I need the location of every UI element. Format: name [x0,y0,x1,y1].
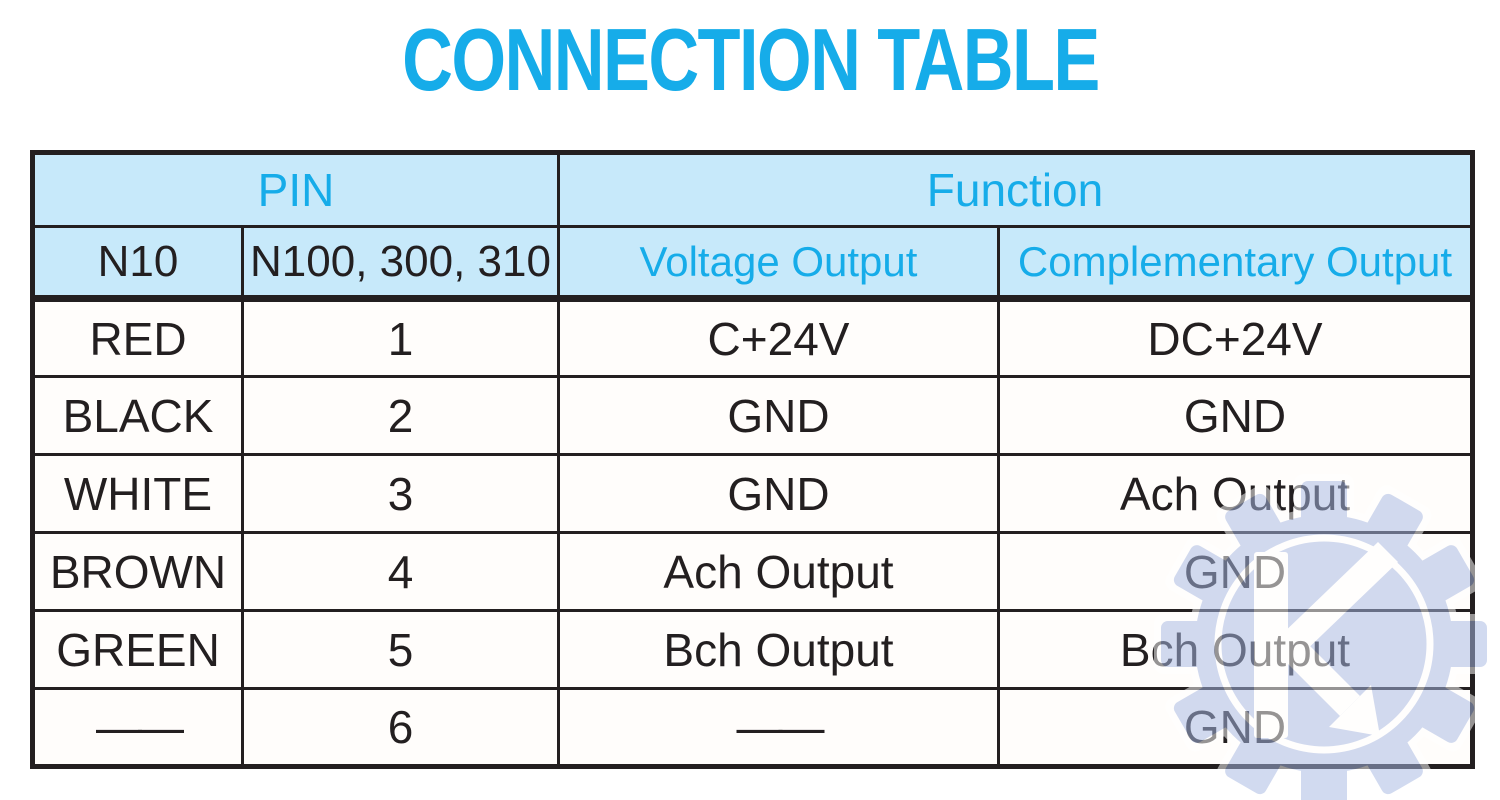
cell-wire-color: BLACK [31,375,244,456]
cell-wire-color: —— [31,687,244,768]
table-row: BROWN 4 Ach Output GND [31,531,1474,612]
cell-complementary-function: GND [997,687,1474,768]
cell-voltage-function: GND [557,453,1000,534]
cell-pin-number: 4 [241,531,560,612]
table-row: RED 1 C+24V DC+24V [31,297,1474,378]
cell-pin-number: 6 [241,687,560,768]
table-container: PIN Function N10 N100, 300, 310 Voltage … [30,150,1475,769]
cell-voltage-function: GND [557,375,1000,456]
cell-pin-number: 3 [241,453,560,534]
cell-complementary-function: GND [997,531,1474,612]
cell-pin-number: 5 [241,609,560,690]
cell-voltage-function: Ach Output [557,531,1000,612]
table-row: WHITE 3 GND Ach Output [31,453,1474,534]
cell-wire-color: RED [31,297,244,378]
cell-voltage-function: C+24V [557,297,1000,378]
cell-voltage-function: Bch Output [557,609,1000,690]
cell-voltage-function: —— [557,687,1000,768]
subheader-n100-300-310: N100, 300, 310 [241,225,560,302]
table-row: BLACK 2 GND GND [31,375,1474,456]
cell-pin-number: 2 [241,375,560,456]
subheader-n10: N10 [31,225,244,302]
group-header-pin: PIN [31,151,560,228]
cell-wire-color: WHITE [31,453,244,534]
cell-complementary-function: DC+24V [997,297,1474,378]
cell-complementary-function: GND [997,375,1474,456]
subheader-voltage-output: Voltage Output [557,225,1000,302]
table-row: —— 6 —— GND [31,687,1474,768]
group-header-function: Function [557,151,1474,228]
group-header-row: PIN Function [31,151,1474,228]
cell-complementary-function: Ach Output [997,453,1474,534]
connection-table: PIN Function N10 N100, 300, 310 Voltage … [30,150,1475,769]
cell-pin-number: 1 [241,297,560,378]
sub-header-row: N10 N100, 300, 310 Voltage Output Comple… [31,225,1474,302]
table-row: GREEN 5 Bch Output Bch Output [31,609,1474,690]
subheader-complementary-output: Complementary Output [997,225,1474,302]
page-title: CONNECTION TABLE [401,10,1100,109]
cell-complementary-function: Bch Output [997,609,1474,690]
title-bar: CONNECTION TABLE [0,16,1500,104]
cell-wire-color: GREEN [31,609,244,690]
cell-wire-color: BROWN [31,531,244,612]
